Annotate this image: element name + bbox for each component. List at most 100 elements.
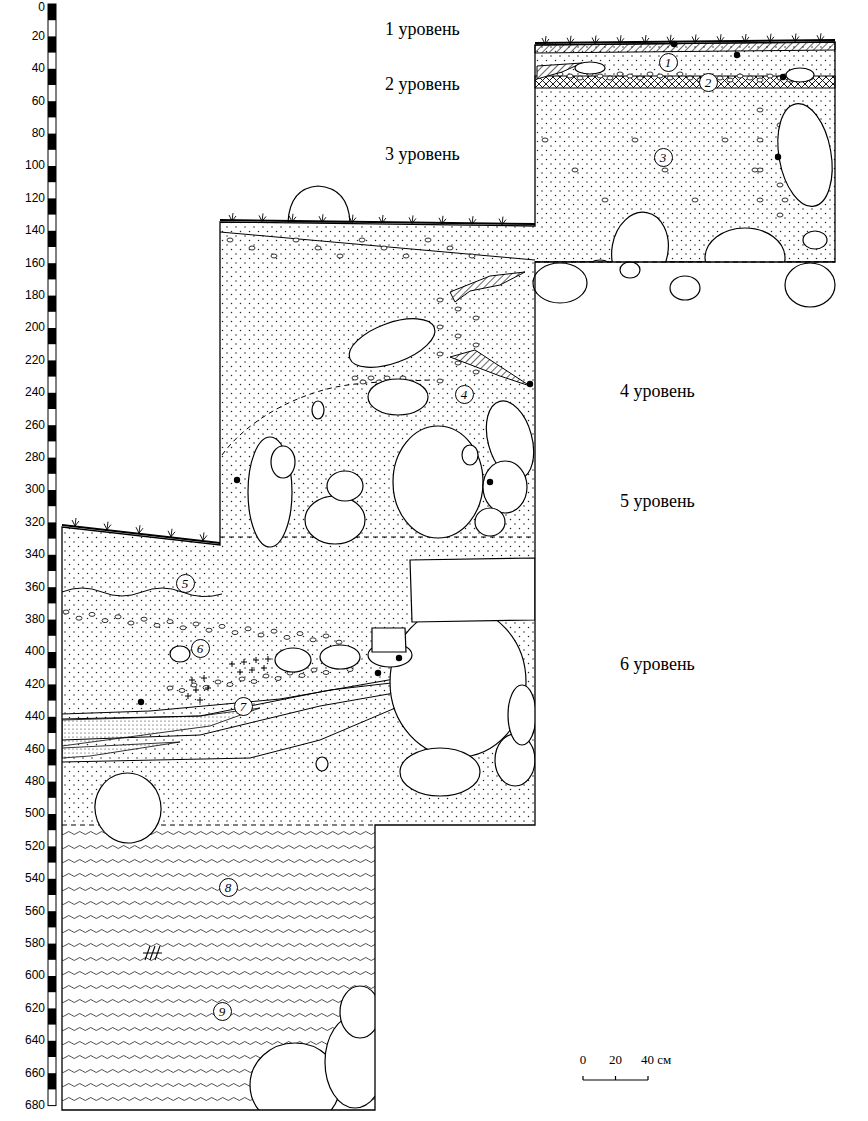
layer-number: 6 [191,639,210,658]
find-dot [671,41,677,47]
ruler-segment [48,684,56,700]
grass-tuft [136,525,143,533]
ruler-segment [48,1073,56,1089]
pebble [275,677,281,681]
grass-tuft [259,213,266,221]
depth-tick-label: 20 [32,30,45,43]
pebble [403,254,409,258]
pebble [717,76,723,80]
pebble [722,138,728,142]
pebble [437,379,443,383]
ruler-segment [48,490,56,506]
stone [320,645,360,669]
cross-symbol [265,656,271,662]
pebble [455,361,461,365]
depth-tick-label: 340 [25,548,45,561]
ruler-segment [48,620,56,636]
pebble [767,74,773,78]
pebble [239,677,245,681]
grass-tuft [499,217,506,225]
depth-tick-label: 200 [25,321,45,334]
depth-tick-label: 280 [25,451,45,464]
pebble [777,213,783,217]
pebble [437,298,443,302]
pebble [577,76,583,80]
sand-lens [62,708,260,746]
grass-tuft [469,216,476,224]
stone [770,99,839,210]
pebble [299,674,305,678]
pebble [284,635,290,639]
pebble [647,72,653,76]
cross-symbol [253,657,259,663]
depth-tick-label: 460 [25,743,45,756]
section [62,33,840,1121]
ruler-segment [48,360,56,376]
pebble [757,78,763,82]
ruler-segment [48,4,56,20]
stone [275,648,311,672]
section-outline [62,42,835,1110]
depth-tick-label: 80 [32,127,45,140]
surface-top [62,40,835,543]
pebble [667,76,673,80]
layer-boundary [62,706,400,762]
layer-number: 4 [455,385,474,404]
scale-bar [583,1076,648,1080]
depth-tick-label: 320 [25,516,45,529]
ruler-segment [48,782,56,798]
inner-features [62,62,840,1121]
depth-tick-label: 480 [25,775,45,788]
layer-boundary [62,588,222,597]
find-dot [234,477,240,483]
pebble [323,634,329,638]
layer-number: 5 [176,574,195,593]
charcoal-lens-ground [450,272,525,302]
ruler-segment [48,587,56,603]
pebble [227,683,233,687]
stone [533,263,587,303]
cross-symbol [205,685,211,691]
grass-tuft [592,36,599,44]
cross-symbol [261,665,267,671]
pebble [102,619,108,623]
pebble [597,74,603,78]
depth-tick-label: 620 [25,1002,45,1015]
ruler-segment [48,944,56,960]
pebble [263,674,269,678]
stone [786,68,814,82]
ruler-segment [48,522,56,538]
layer-number: 1 [659,53,678,72]
stone [606,208,674,293]
pebble [727,78,733,82]
charcoal-lens-ground [537,63,582,79]
pebble [473,316,479,320]
grass-tuft [642,35,649,43]
stone [312,401,324,419]
pebble [437,352,443,356]
pebble [191,683,197,687]
level-label: 5 уровень [620,492,695,512]
stone [340,986,380,1038]
pebble [311,668,317,672]
stone [400,748,480,796]
depth-tick-label: 260 [25,419,45,432]
pebble [352,376,358,380]
grass-tuft [692,35,699,43]
scale-label: 40 см [641,1053,671,1067]
depth-tick-label: 420 [25,678,45,691]
layer-boundary [62,678,400,714]
grass-tuft [72,518,79,526]
grass-tuft [379,215,386,223]
depth-tick-label: 240 [25,386,45,399]
pebble [637,76,643,80]
cross-symbol [249,667,255,673]
sand-lens [62,708,260,746]
ruler-segment [48,393,56,409]
pebble [271,629,277,633]
sand-lens [62,742,180,758]
stone [483,461,527,513]
pebble [692,198,698,202]
